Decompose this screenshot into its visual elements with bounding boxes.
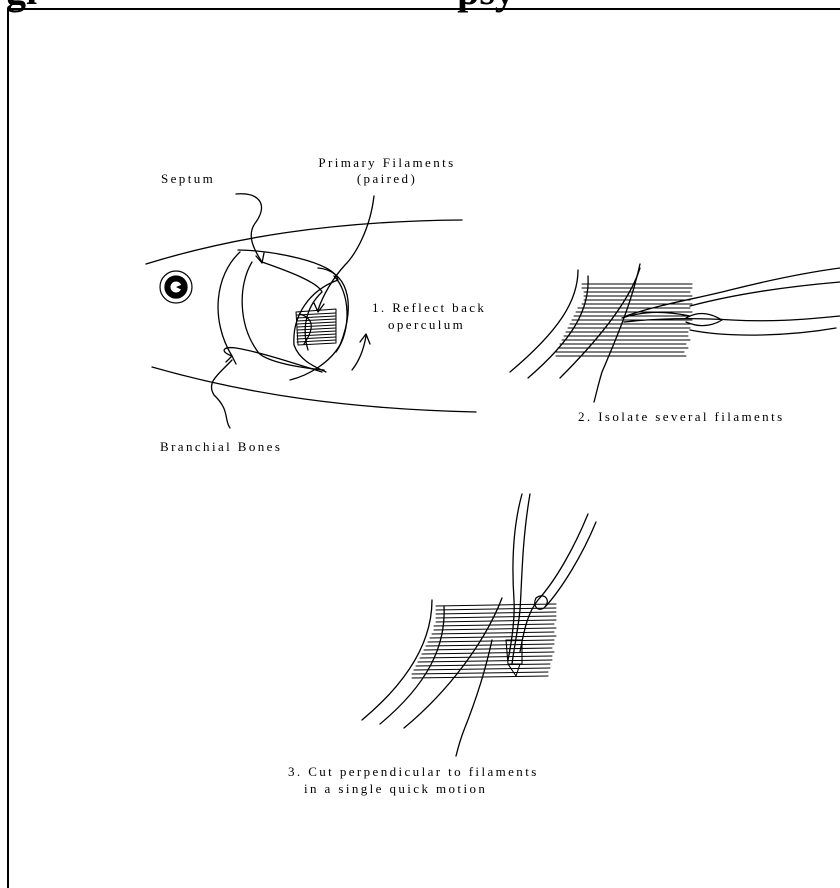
gill-arch-inner [242,262,324,370]
primary-filaments-label: Primary Filaments [312,155,462,171]
step1-label-continued: operculum [388,317,465,333]
forceps-lower-arm [624,316,840,322]
gill-arch-curve-outer-3 [362,600,432,720]
cut-filaments-drawing [362,494,596,756]
step2-label: 2. Isolate several filaments [578,409,785,425]
fish-back-outline [146,220,462,264]
scissors-blade-left [508,494,522,660]
step3-label-continued: in a single quick motion [304,781,487,797]
branchial-bones-leader [211,360,232,428]
isolated-filament-gap [622,312,690,318]
filament-bundle-3 [412,604,556,678]
primary-filaments-patch [296,309,336,345]
septum-line [262,262,322,350]
septum-label: Septum [161,171,215,187]
step1-label: 1. Reflect back [372,300,486,316]
step3-label: 3. Cut perpendicular to filaments [288,764,539,780]
primary-filaments-paired-label: (paired) [312,171,462,187]
fish-belly-outline [152,367,476,412]
cut-marker [508,664,520,676]
forceps-lower-arm-back [690,328,836,335]
gill-arch-curve-outer [510,270,578,372]
scissors-blade-right-inner [546,522,596,606]
isolate-filaments-drawing [510,264,840,402]
branchial-bones-label: Branchial Bones [160,439,282,455]
branchial-bones-arrowhead [226,356,236,364]
operculum-reflect-arrow [352,336,366,370]
gill-arch-curve-inner [528,276,588,378]
filament-bundle [556,284,692,356]
gill-arch-front [218,252,240,356]
scissors-blade-right [520,514,588,652]
fish-eye-icon [160,271,192,303]
scissors-blade-left-inner [512,494,530,664]
